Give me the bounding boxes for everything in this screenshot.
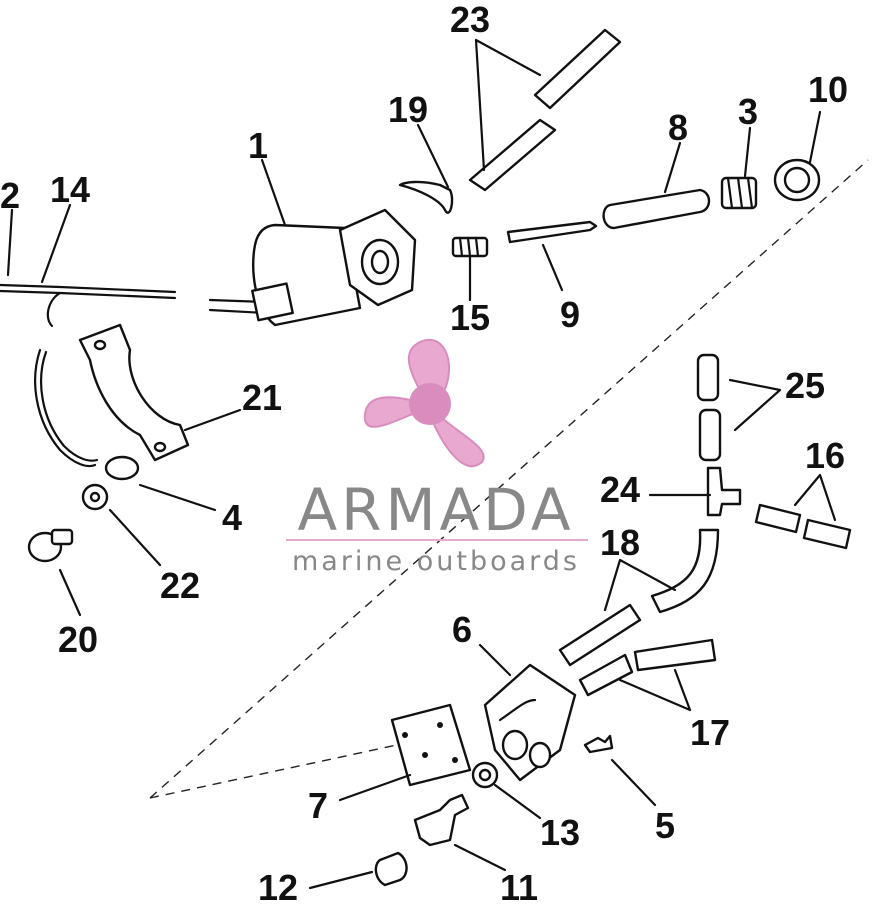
label-12: 12 (258, 867, 298, 908)
part-21-bracket (78, 323, 190, 462)
part-19-clip (398, 180, 454, 214)
part-22-washer (81, 483, 109, 511)
leader-lines (6, 38, 837, 890)
part-24-tee (706, 466, 742, 517)
part-9-pin (506, 220, 598, 244)
label-9: 9 (560, 294, 580, 335)
part-17-hose (578, 638, 717, 697)
part-4-ground-wire (34, 348, 140, 481)
assembly-guides (149, 159, 869, 799)
part-1-solenoid (208, 208, 417, 327)
brand-name: ARMADA (297, 476, 574, 544)
label-1: 1 (248, 125, 268, 166)
part-5-screw (583, 734, 614, 754)
part-10-cap (773, 158, 821, 202)
part-7-plate (390, 703, 472, 787)
label-22: 22 (160, 565, 200, 606)
part-labels: 1 2 3 4 5 6 7 8 9 10 11 12 13 14 15 16 1… (0, 0, 848, 908)
label-7: 7 (308, 785, 328, 826)
part-13-washer (471, 761, 499, 789)
propeller-icon (363, 339, 485, 468)
label-11: 11 (500, 867, 538, 908)
label-24: 24 (600, 469, 640, 510)
label-8: 8 (668, 107, 688, 148)
label-23: 23 (450, 0, 490, 40)
wire-lead-2 (0, 283, 177, 328)
label-14: 14 (50, 169, 90, 210)
label-4: 4 (222, 497, 242, 538)
label-17: 17 (690, 712, 730, 753)
part-15-spring (451, 236, 489, 258)
armada-logo: ARMADA marine outboards (286, 339, 588, 577)
label-16: 16 (805, 435, 845, 476)
label-25: 25 (785, 365, 825, 406)
label-13: 13 (540, 812, 580, 853)
label-15: 15 (450, 297, 490, 338)
label-19: 19 (388, 89, 428, 130)
part-25-fittings (696, 353, 722, 462)
part-6-fuel-pump (483, 663, 577, 782)
part-23-hose (468, 28, 622, 192)
label-2: 2 (0, 175, 20, 216)
label-10: 10 (808, 69, 848, 110)
part-18-hose (558, 528, 720, 667)
part-12-cap (374, 851, 408, 887)
label-5: 5 (655, 805, 675, 846)
label-18: 18 (600, 522, 640, 563)
brand-tagline: marine outboards (292, 546, 580, 577)
label-6: 6 (452, 609, 472, 650)
label-3: 3 (738, 91, 758, 132)
part-3-spring (720, 176, 758, 210)
part-11-fitting (413, 793, 470, 847)
label-21: 21 (242, 377, 282, 418)
part-16-hoses (754, 503, 852, 550)
part-8-plunger (602, 188, 711, 230)
part-20-screw (27, 528, 74, 563)
label-20: 20 (58, 619, 98, 660)
